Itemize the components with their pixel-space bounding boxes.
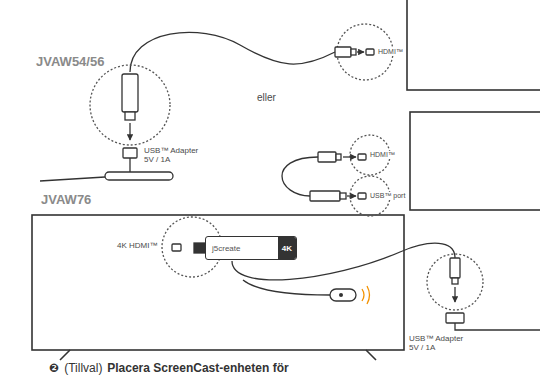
insert-arrow [347, 195, 356, 196]
insert-arrow [454, 287, 455, 302]
hdmi-plug [335, 47, 351, 57]
tv-screen [410, 112, 540, 210]
cable [130, 32, 335, 72]
detail-circle [427, 254, 483, 310]
port-label: HDMI™ [377, 48, 404, 56]
wireless-wave [367, 286, 370, 304]
tv-leg [366, 350, 376, 360]
badge-text: 4K [278, 237, 296, 259]
port-label: 4K HDMI™ [116, 241, 158, 250]
port-label: HDMI™ [369, 151, 396, 159]
tv-leg [60, 350, 70, 360]
hdmi-port [358, 154, 366, 160]
hdmi-port [172, 244, 181, 251]
hdmi-plug-tip [194, 243, 205, 253]
remote-dot [339, 293, 343, 297]
step-number: ❷ [48, 362, 60, 376]
usb-adapter [123, 148, 137, 158]
wireless-wave [362, 289, 364, 301]
insert-arrow [129, 123, 130, 140]
adapter-label: USB™ Adapter 5V / 1A [408, 334, 472, 352]
screencast-dongle: j5create4K [205, 236, 297, 260]
tv-screen [407, 0, 540, 90]
cable [455, 323, 540, 330]
power-plug [105, 172, 173, 180]
usb-plug [450, 258, 460, 278]
step-text: Placera ScreenCast-enheten för [106, 362, 289, 376]
screencast-dongle [310, 191, 340, 201]
hdmi-plug-tip [351, 49, 356, 55]
usb-plug-tip [452, 278, 458, 284]
cable [243, 280, 330, 295]
remote-button [330, 289, 356, 301]
detail-circle [90, 65, 170, 145]
adapter-label: USB™ Adapter 5V / 1A [143, 146, 207, 164]
hdmi-plug-tip [336, 154, 341, 160]
usb-adapter [446, 313, 464, 323]
or-word: eller [256, 92, 277, 104]
cable [129, 158, 130, 172]
brand-text: j5create [206, 237, 278, 259]
model-name: JVAW76 [40, 193, 92, 208]
hdmi-port [366, 49, 374, 55]
cable [40, 177, 105, 181]
screencast-dongle [122, 74, 138, 112]
hdmi-plug [318, 152, 336, 162]
step-note: (Tillval) [63, 362, 103, 376]
usb-plug [340, 193, 346, 199]
cable [282, 157, 318, 196]
model-name: JVAW54/56 [35, 55, 105, 70]
usb-port [358, 193, 366, 199]
tv-screen [32, 215, 404, 350]
insert-arrow [357, 51, 364, 52]
port-label: USB™ port [369, 192, 406, 200]
insert-arrow [343, 156, 356, 157]
usb-plug [125, 112, 135, 120]
